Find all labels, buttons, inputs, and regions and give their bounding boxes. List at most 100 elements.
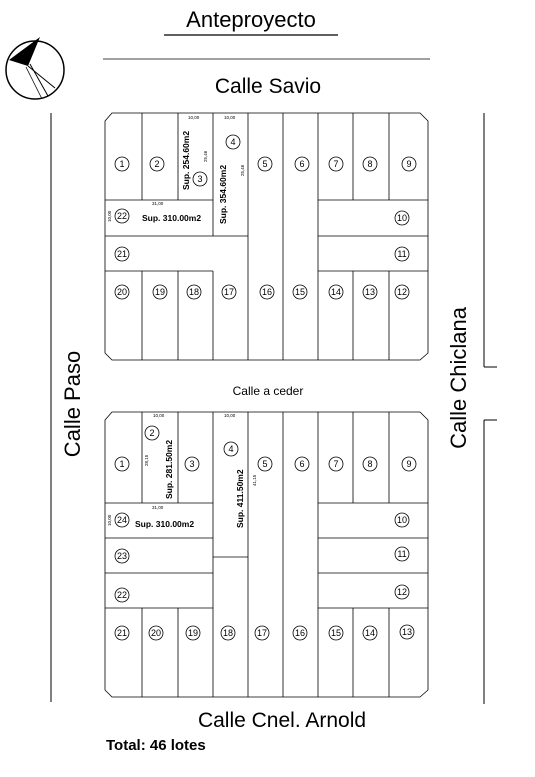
bottom-lot-4-width: 10,00 bbox=[224, 413, 236, 418]
bottom-block-lot-5[interactable]: 5 bbox=[257, 456, 273, 472]
bottom-block-lot-15[interactable]: 15 bbox=[328, 625, 344, 641]
bottom-block bbox=[104, 411, 429, 698]
bottom-block-lot-17[interactable]: 17 bbox=[254, 625, 270, 641]
top-block-lot-11[interactable]: 11 bbox=[394, 246, 410, 262]
top-lot-4-depth: 25,46 bbox=[240, 164, 245, 176]
svg-text:5: 5 bbox=[262, 459, 267, 469]
top-block-lot-18[interactable]: 18 bbox=[186, 284, 202, 300]
svg-text:19: 19 bbox=[188, 628, 198, 638]
svg-text:8: 8 bbox=[367, 459, 372, 469]
bottom-lot-4-area: Sup. 411.50m2 bbox=[235, 469, 245, 528]
top-block-lot-5[interactable]: 5 bbox=[257, 156, 273, 172]
bottom-lot-24-length: 31,00 bbox=[152, 505, 164, 510]
bottom-block-lot-22[interactable]: 22 bbox=[114, 587, 130, 603]
svg-text:18: 18 bbox=[223, 628, 233, 638]
svg-text:24: 24 bbox=[117, 515, 127, 525]
bottom-block-lot-19[interactable]: 19 bbox=[185, 625, 201, 641]
svg-text:20: 20 bbox=[151, 628, 161, 638]
svg-text:1: 1 bbox=[119, 159, 124, 169]
top-lot-4-width: 10,00 bbox=[224, 115, 236, 120]
top-block-lot-21[interactable]: 21 bbox=[114, 246, 130, 262]
bottom-lot-2-depth: 28,15 bbox=[144, 454, 149, 466]
svg-text:18: 18 bbox=[189, 287, 199, 297]
top-block-lot-13[interactable]: 13 bbox=[362, 284, 378, 300]
bottom-block-lot-13[interactable]: 13 bbox=[399, 624, 415, 640]
top-block-lot-7[interactable]: 7 bbox=[328, 156, 344, 172]
bottom-block-lot-3[interactable]: 3 bbox=[184, 456, 200, 472]
top-block-lot-12[interactable]: 12 bbox=[394, 284, 410, 300]
svg-text:23: 23 bbox=[117, 551, 127, 561]
bottom-block-lot-14[interactable]: 14 bbox=[362, 625, 378, 641]
svg-text:13: 13 bbox=[402, 627, 412, 637]
bottom-block-lot-4[interactable]: 4 bbox=[223, 441, 239, 457]
top-block-lot-10[interactable]: 10 bbox=[394, 210, 410, 226]
street-top-label: Calle Savio bbox=[215, 75, 321, 98]
plan-title: Anteproyecto bbox=[186, 7, 316, 32]
bottom-block-lot-18[interactable]: 18 bbox=[220, 625, 236, 641]
street-middle-label: Calle a ceder bbox=[233, 384, 304, 398]
bottom-block-lot-10[interactable]: 10 bbox=[394, 512, 410, 528]
top-lot-22-area: Sup. 310.00m2 bbox=[142, 213, 201, 223]
svg-text:15: 15 bbox=[331, 628, 341, 638]
bottom-block-lot-20[interactable]: 20 bbox=[148, 625, 164, 641]
top-block-lot-17[interactable]: 17 bbox=[221, 284, 237, 300]
bottom-block-lot-1[interactable]: 1 bbox=[114, 456, 130, 472]
svg-text:21: 21 bbox=[117, 249, 127, 259]
bottom-block-lot-6[interactable]: 6 bbox=[294, 456, 310, 472]
top-block-lot-16[interactable]: 16 bbox=[259, 284, 275, 300]
bottom-block-lot-8[interactable]: 8 bbox=[362, 456, 378, 472]
bottom-block-lot-9[interactable]: 9 bbox=[401, 456, 417, 472]
bottom-block-lot-12[interactable]: 12 bbox=[394, 584, 410, 600]
svg-text:16: 16 bbox=[295, 628, 305, 638]
top-block-lot-22[interactable]: 22 bbox=[114, 208, 130, 224]
bottom-block-lot-16[interactable]: 16 bbox=[292, 625, 308, 641]
svg-text:4: 4 bbox=[228, 444, 233, 454]
svg-text:8: 8 bbox=[367, 159, 372, 169]
bottom-block-lot-7[interactable]: 7 bbox=[328, 456, 344, 472]
svg-text:10: 10 bbox=[397, 515, 407, 525]
top-block-lot-19[interactable]: 19 bbox=[152, 284, 168, 300]
bottom-block-lot-21[interactable]: 21 bbox=[114, 625, 130, 641]
bottom-block-lot-23[interactable]: 23 bbox=[114, 548, 130, 564]
svg-text:4: 4 bbox=[230, 137, 235, 147]
svg-text:5: 5 bbox=[262, 159, 267, 169]
bottom-block-lot-11[interactable]: 11 bbox=[394, 546, 410, 562]
street-bottom-label: Calle Cnel. Arnold bbox=[198, 709, 366, 732]
street-right-label: Calle Chiclana bbox=[446, 306, 471, 449]
svg-text:15: 15 bbox=[295, 287, 305, 297]
top-block-lot-9[interactable]: 9 bbox=[401, 156, 417, 172]
top-block-lot-6[interactable]: 6 bbox=[294, 156, 310, 172]
north-arrow-icon bbox=[5, 37, 65, 100]
svg-text:7: 7 bbox=[333, 459, 338, 469]
top-block-lot-8[interactable]: 8 bbox=[362, 156, 378, 172]
svg-text:2: 2 bbox=[154, 159, 159, 169]
top-block-lot-3[interactable]: 3 bbox=[192, 171, 208, 187]
top-lot-22-width: 10,00 bbox=[107, 210, 112, 222]
svg-text:14: 14 bbox=[331, 287, 341, 297]
top-lot-4-area: Sup. 354.60m2 bbox=[218, 165, 228, 224]
bottom-lot-2-area: Sup. 281.50m2 bbox=[164, 440, 174, 499]
svg-text:6: 6 bbox=[299, 159, 304, 169]
top-lot-3-area: Sup. 254.60m2 bbox=[181, 131, 191, 190]
bottom-lot-24-area: Sup. 310.00m2 bbox=[135, 519, 194, 529]
svg-text:6: 6 bbox=[299, 459, 304, 469]
svg-text:2: 2 bbox=[149, 428, 154, 438]
top-block-lot-15[interactable]: 15 bbox=[292, 284, 308, 300]
top-block-lot-20[interactable]: 20 bbox=[114, 284, 130, 300]
svg-text:9: 9 bbox=[406, 459, 411, 469]
top-block-lot-4[interactable]: 4 bbox=[225, 134, 241, 150]
svg-text:22: 22 bbox=[117, 590, 127, 600]
top-block-lot-1[interactable]: 1 bbox=[114, 156, 130, 172]
svg-text:22: 22 bbox=[117, 211, 127, 221]
top-lot-3-depth: 25,46 bbox=[203, 150, 208, 162]
svg-text:20: 20 bbox=[117, 287, 127, 297]
svg-text:3: 3 bbox=[189, 459, 194, 469]
top-block-lot-14[interactable]: 14 bbox=[328, 284, 344, 300]
top-block-lot-2[interactable]: 2 bbox=[149, 156, 165, 172]
svg-text:9: 9 bbox=[406, 159, 411, 169]
svg-text:1: 1 bbox=[119, 459, 124, 469]
svg-text:12: 12 bbox=[397, 587, 407, 597]
bottom-block-lot-2[interactable]: 2 bbox=[144, 425, 160, 441]
bottom-block-lot-24[interactable]: 24 bbox=[114, 512, 130, 528]
svg-text:17: 17 bbox=[257, 628, 267, 638]
